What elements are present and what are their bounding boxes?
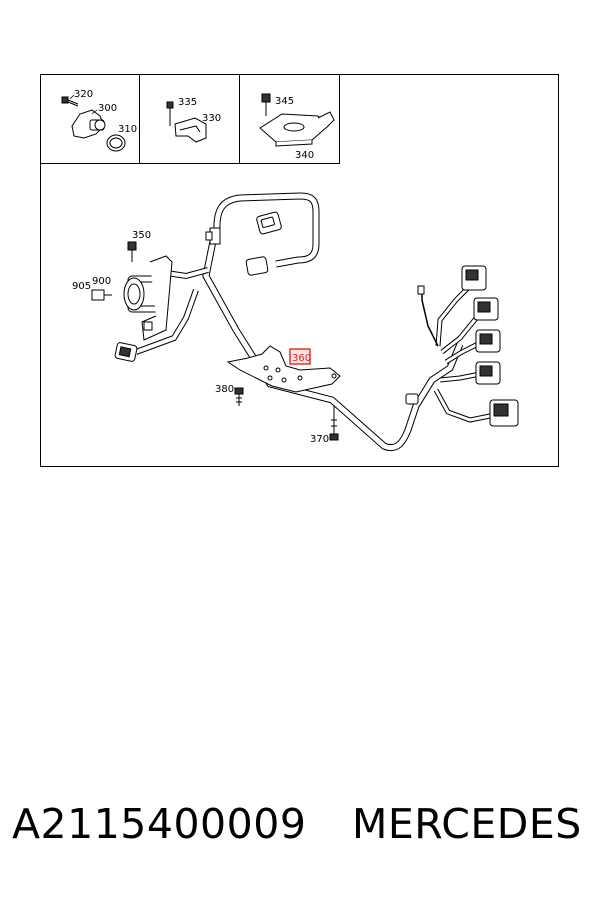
highlight-box-360 (289, 348, 311, 365)
callout-380: 380 (215, 384, 234, 395)
bolt-380-illustration (234, 387, 244, 406)
diagram-frame (40, 74, 559, 467)
callout-905: 905 (72, 281, 91, 292)
bracket-360-illustration (226, 345, 341, 393)
harness-connectors-upper (205, 211, 282, 276)
leader-300 (91, 109, 98, 115)
callout-320: 320 (74, 89, 93, 100)
callout-330: 330 (202, 113, 221, 124)
caption: A2115400009 MERCEDES (0, 800, 600, 864)
wiring-harness-illustration (134, 192, 491, 451)
bolt-370-illustration (329, 406, 339, 441)
callout-360: 360 (292, 353, 311, 364)
callout-300: 300 (98, 103, 117, 114)
module-340-illustration (259, 93, 335, 147)
callout-310: 310 (118, 124, 137, 135)
coil-connectors (405, 265, 519, 427)
callout-370: 370 (310, 434, 329, 445)
callout-350: 350 (132, 230, 151, 241)
leader-320 (69, 94, 75, 100)
callout-900: 900 (92, 276, 111, 287)
callout-345: 345 (275, 96, 294, 107)
part-number: A2115400009 (12, 800, 307, 848)
callout-335: 335 (178, 97, 197, 108)
bracket-330-illustration (166, 101, 207, 143)
parts-diagram: 320 300 310 335 330 345 340 (40, 74, 559, 467)
callout-340: 340 (295, 150, 314, 161)
component-900-illustration (91, 241, 173, 362)
sensor-300-illustration (61, 96, 126, 152)
brand-name: MERCEDES (352, 800, 582, 848)
